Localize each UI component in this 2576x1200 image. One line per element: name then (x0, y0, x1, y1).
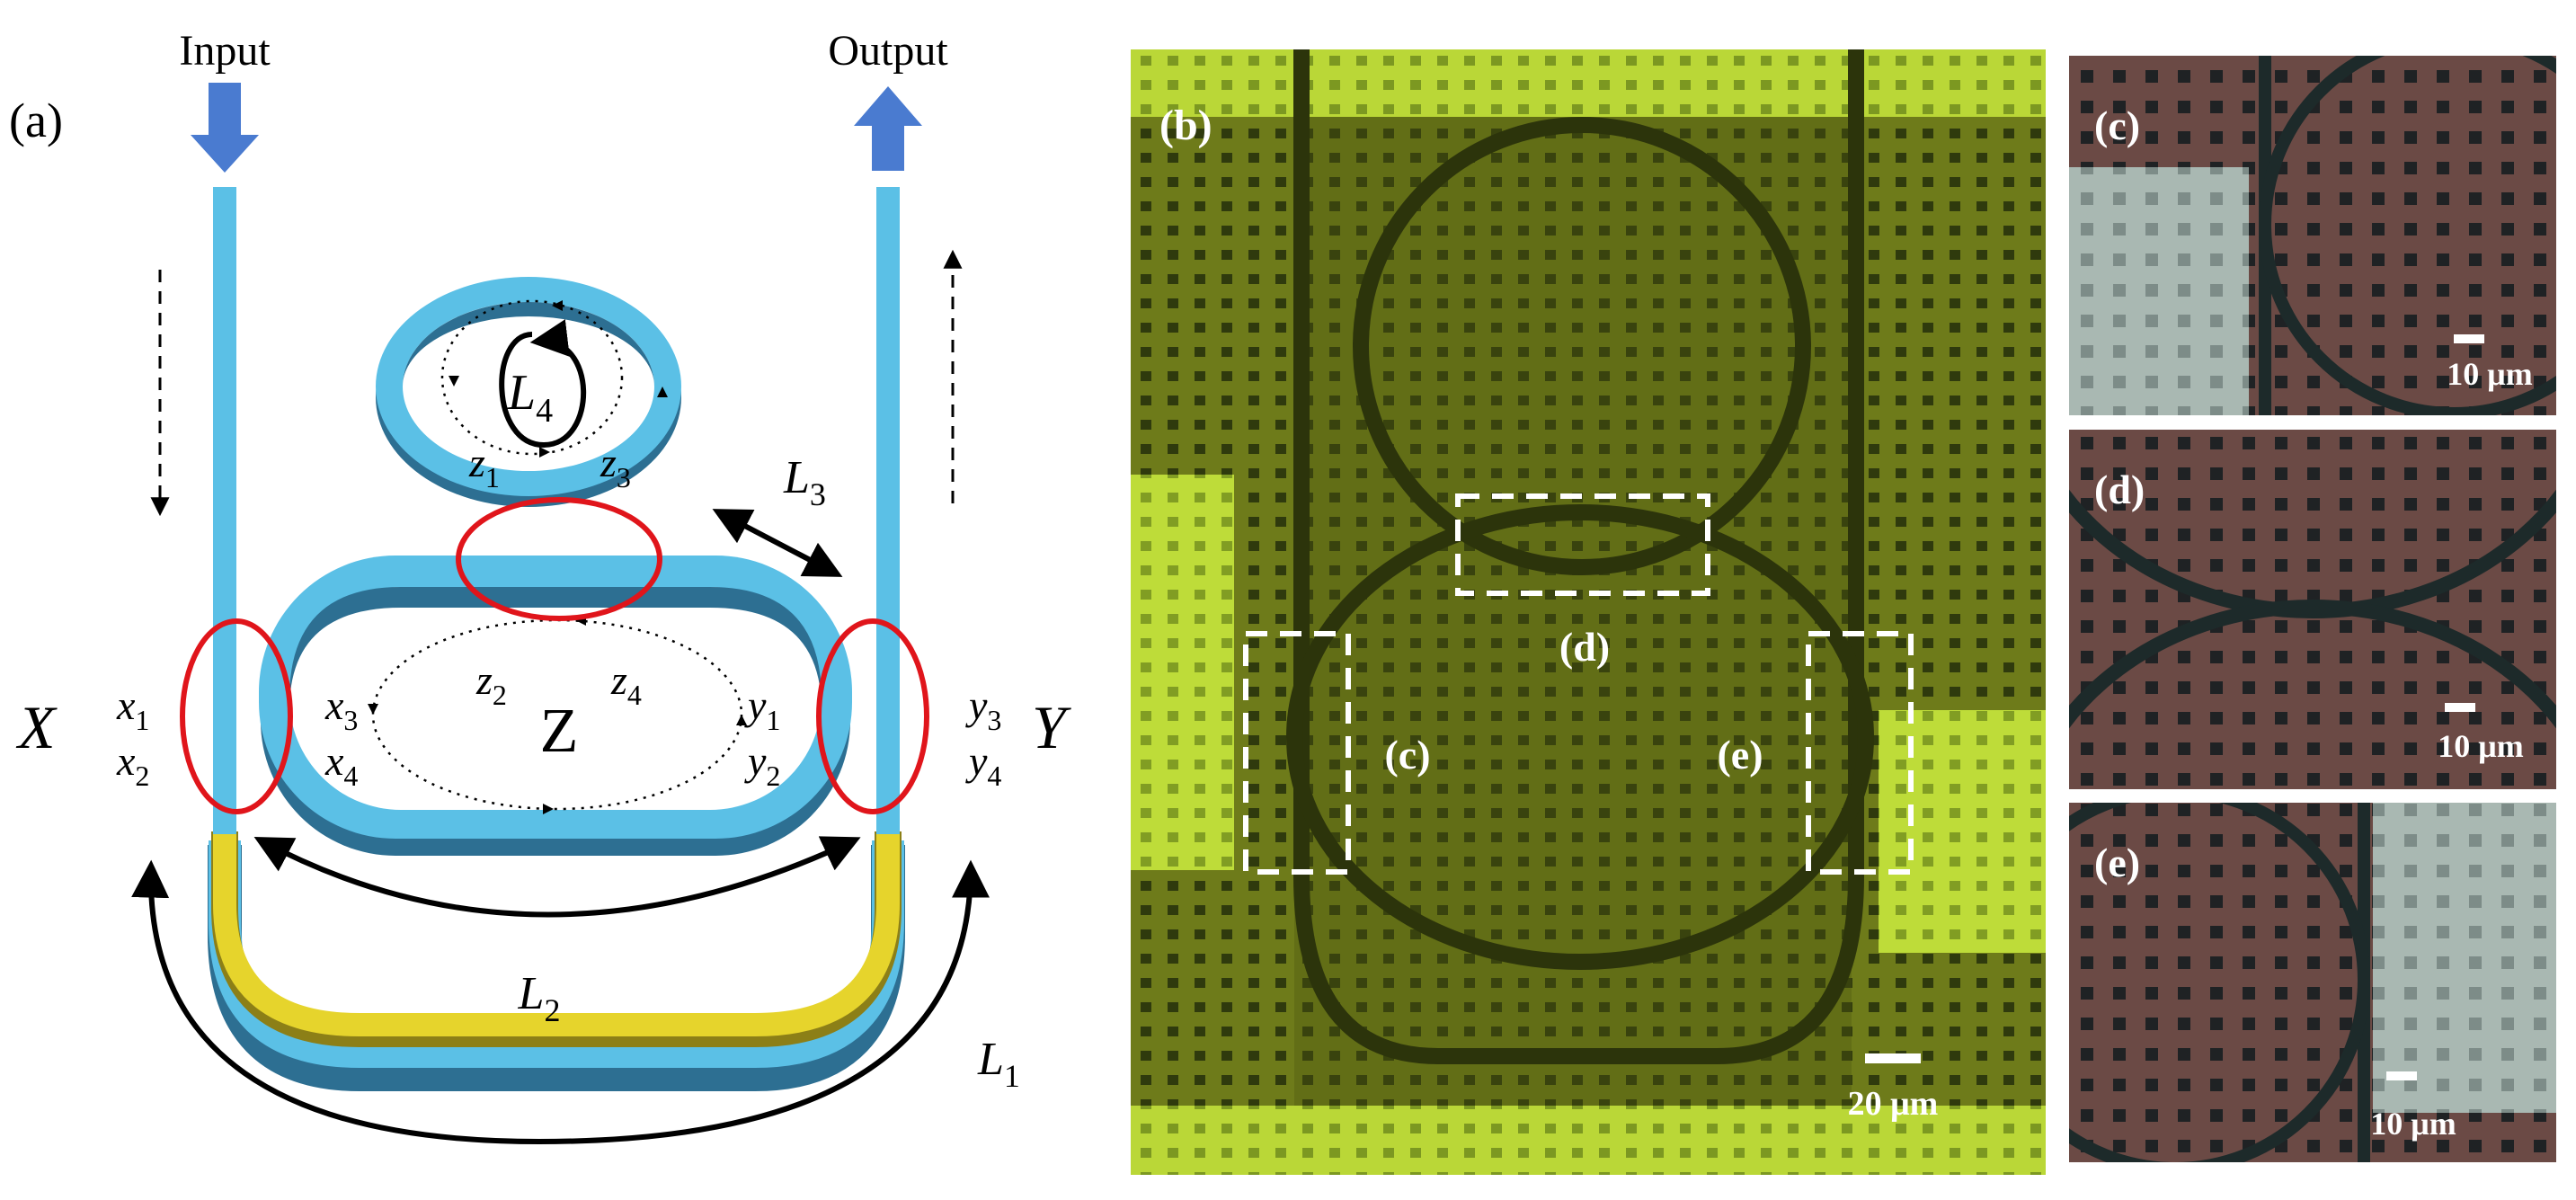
ring-edge-e (2069, 803, 2370, 1162)
scale-bar-e (2386, 1071, 2417, 1080)
bright-strip-bottom (1131, 1106, 2046, 1175)
z1-label: z1 (468, 440, 500, 493)
output-label: Output (828, 27, 948, 75)
y1-label: y1 (744, 682, 780, 736)
region-box-e (1806, 631, 1914, 875)
ring-l4-inner-wall (403, 302, 654, 387)
ring-edge-c (2259, 56, 2556, 415)
dark-overlay (1294, 117, 1852, 1106)
panel-e-label: (e) (2094, 840, 2140, 885)
l4-loop-arrow (499, 319, 587, 449)
coupler-right (816, 618, 929, 814)
micrograph-panel-e: (e) 10 μm (2069, 803, 2556, 1162)
pad-e (2373, 803, 2556, 1113)
z3-label: z3 (600, 440, 631, 493)
port-x-label: X (15, 693, 58, 761)
bus-bottom-waveguide (1293, 876, 1864, 1064)
region-label-e: (e) (1717, 732, 1763, 778)
y4-label: y4 (965, 738, 1001, 792)
output-arrow-icon (854, 86, 922, 171)
panel-d-label: (d) (2094, 467, 2145, 512)
l3-label: L3 (783, 452, 826, 512)
pad-c (2069, 167, 2249, 415)
z2-label: z2 (475, 657, 507, 711)
scale-bar-c (2454, 334, 2484, 343)
ring-bottom-d (2069, 600, 2556, 729)
bright-pad-right (1879, 710, 2046, 953)
port-y-label: Y (1032, 693, 1071, 761)
panel-c-label: (c) (2094, 102, 2140, 148)
input-arrow-icon (191, 83, 259, 173)
ring-l4-flow-path (440, 299, 624, 456)
scale-bar-d (2445, 703, 2475, 712)
l2-label: L2 (518, 968, 561, 1028)
input-waveguide (213, 187, 236, 834)
ring-z-inner-wall (289, 587, 822, 710)
output-waveguide (876, 187, 900, 834)
panel-a-label: (a) (9, 93, 63, 147)
region-label-d: (d) (1559, 624, 1610, 670)
coupler-left (180, 618, 293, 814)
bus-waveguide-yellow-top (213, 829, 900, 1036)
l4-label: L4 (507, 365, 553, 430)
scale-label-c: 10 μm (2447, 356, 2532, 392)
scale-bar-b (1865, 1053, 1921, 1063)
schematic-panel: (a) Input Output L4 X (9, 27, 1071, 1145)
l1-label: L1 (977, 1034, 1020, 1094)
y2-label: y2 (744, 738, 780, 792)
coupler-top (456, 497, 662, 621)
region-label-c: (c) (1384, 732, 1430, 778)
l1-arrow (131, 859, 990, 1145)
y3-label: y3 (965, 682, 1001, 736)
micrograph-panel-c: (c) 10 μm (2069, 56, 2556, 415)
center-z-label: Z (540, 697, 579, 766)
panel-b-label: (b) (1159, 102, 1212, 149)
region-box-c (1243, 631, 1351, 875)
scale-label-e: 10 μm (2370, 1106, 2456, 1142)
micrograph-panel-d: (d) 10 μm (2069, 430, 2556, 789)
ring-bottom (1286, 504, 1874, 970)
x2-label: x2 (116, 738, 149, 792)
ring-z-inner (289, 587, 822, 810)
x3-label: x3 (324, 682, 358, 736)
scale-label-d: 10 μm (2438, 728, 2523, 764)
ring-top (1353, 117, 1811, 575)
bright-pad-left (1131, 475, 1234, 870)
l3-arrow (712, 509, 843, 577)
micrograph-panel-b: (d) (c) (e) (b) 20 μm (1131, 49, 2046, 1175)
scale-label-b: 20 μm (1848, 1085, 1939, 1123)
z4-label: z4 (610, 657, 642, 711)
x1-label: x1 (116, 682, 149, 736)
ring-l4-inner (403, 302, 654, 471)
bright-strip-top (1131, 49, 2046, 117)
input-label: Input (179, 27, 271, 75)
x4-label: x4 (324, 738, 358, 792)
